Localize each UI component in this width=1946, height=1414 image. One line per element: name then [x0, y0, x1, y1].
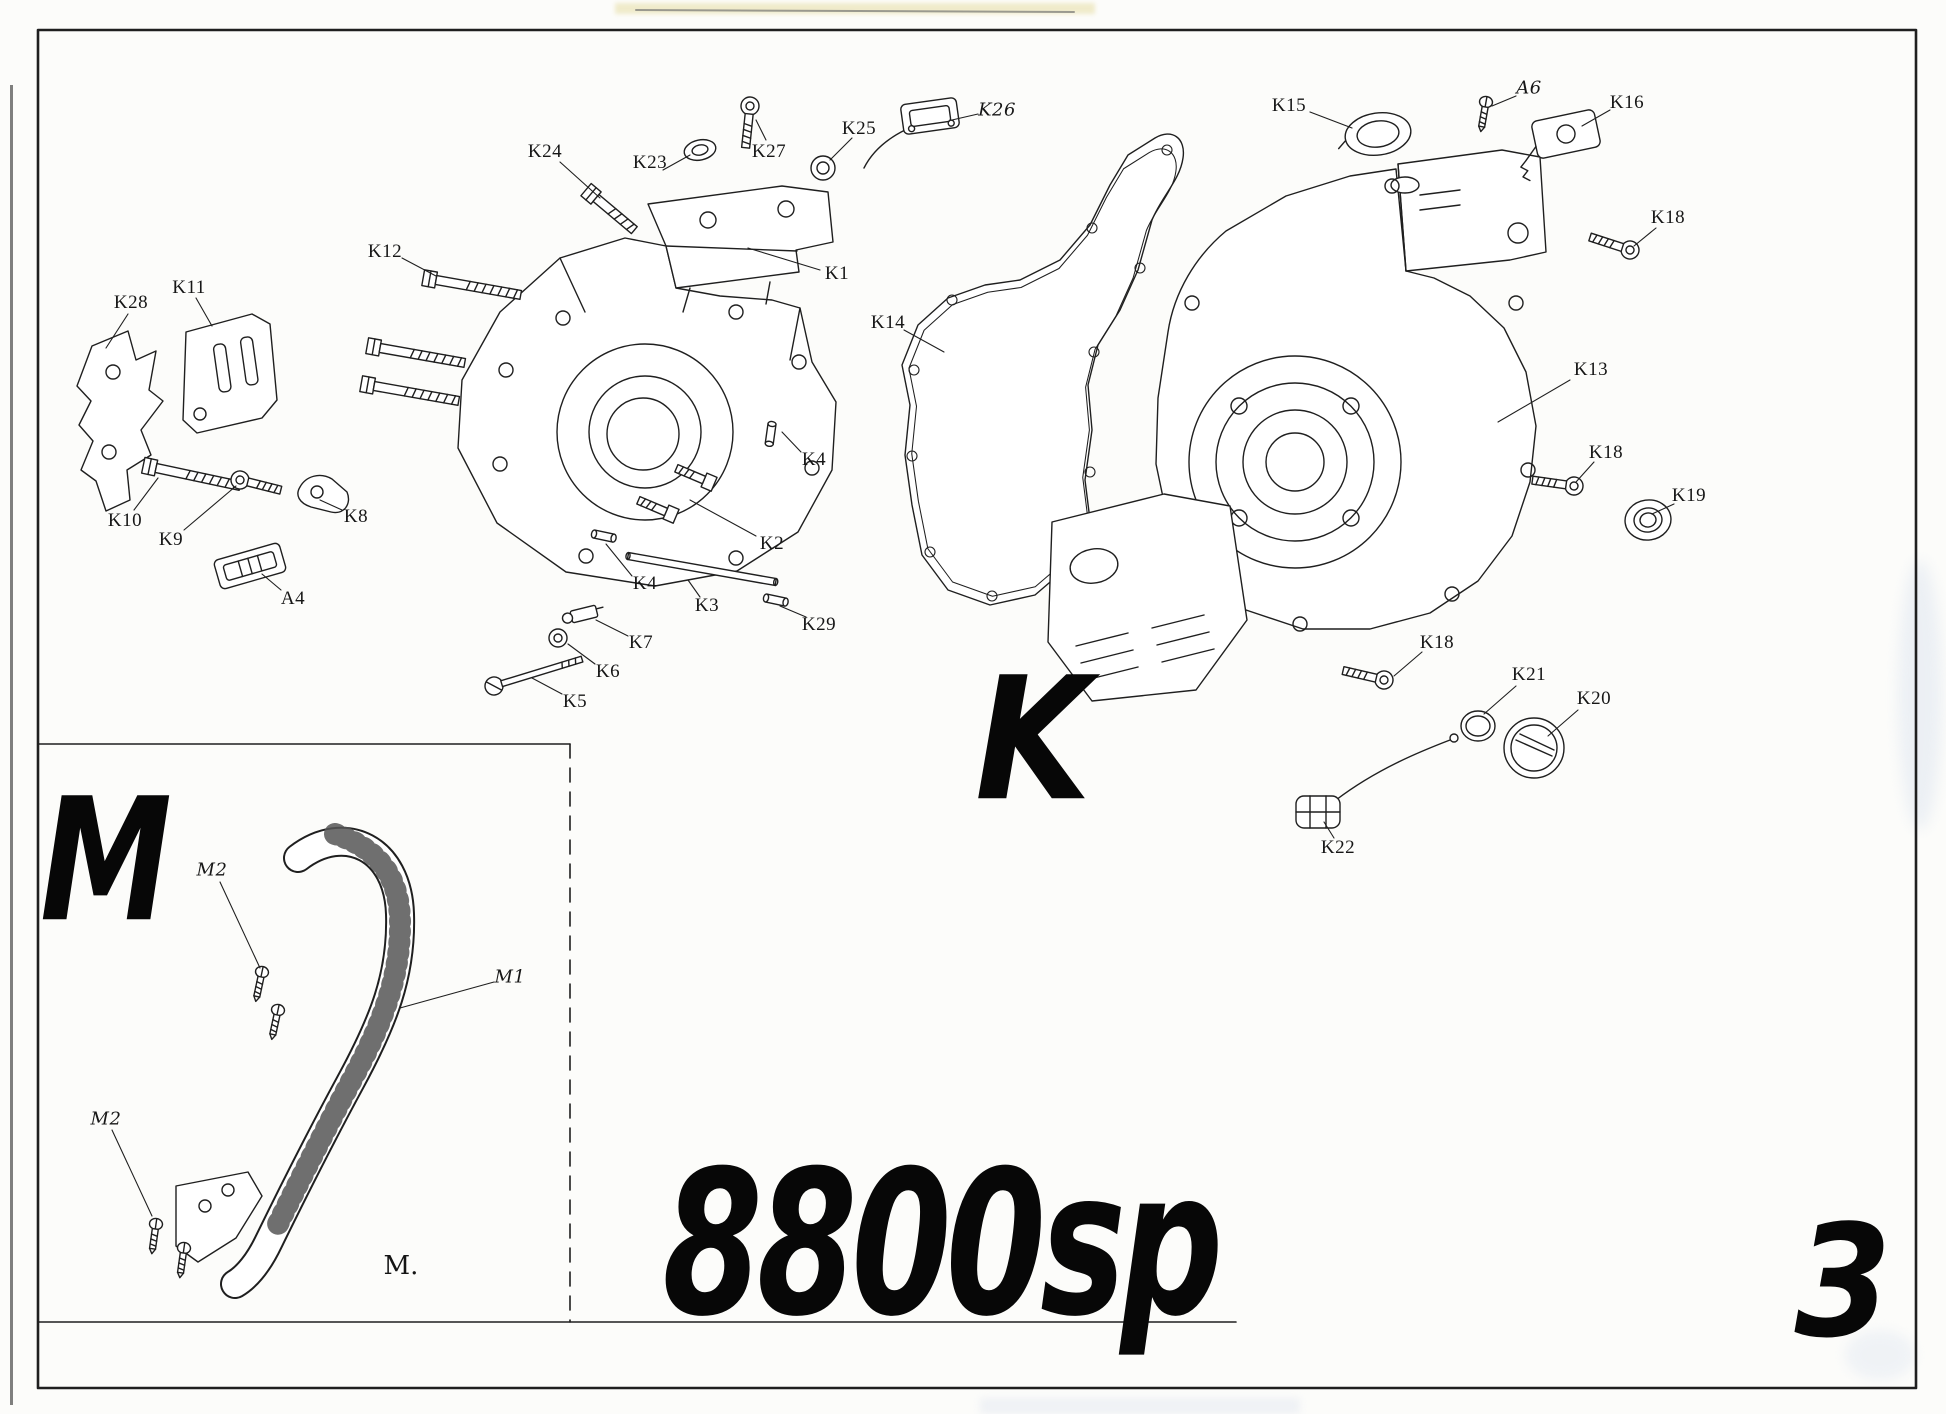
bolt-k10-drawing: [140, 456, 243, 495]
part-label-k1: K1: [824, 263, 850, 284]
part-label-k3: K3: [694, 595, 720, 616]
nut-k25-drawing: [810, 155, 836, 181]
part-label-k24: K24: [527, 141, 563, 162]
small-parts-left-group: [76, 313, 350, 590]
inset-caption: M.: [383, 1251, 419, 1281]
part-label-k14: K14: [870, 312, 906, 333]
left-crankcase-drawing: [457, 185, 837, 587]
oil-cap-k15-drawing: [1337, 112, 1412, 156]
handle-mount-plate-drawing: [175, 1171, 263, 1263]
part-label-k5: K5: [562, 691, 588, 712]
part-label-k26: K26: [978, 99, 1016, 121]
part-label-k2: K2: [759, 533, 785, 554]
bolt-k12-drawing: [421, 269, 523, 304]
seal-k19-drawing: [1624, 499, 1672, 541]
part-label-k9: K9: [158, 529, 184, 550]
part-label-k11: K11: [172, 277, 206, 298]
part-label-k29: K29: [801, 614, 837, 635]
part-label-k4-2: K4: [632, 573, 658, 594]
part-label-k8: K8: [343, 506, 369, 527]
washer-k6-drawing: [548, 628, 568, 648]
leader-lines: [105, 95, 1675, 1217]
part-label-k19: K19: [1671, 485, 1707, 506]
part-label-a6: A6: [1516, 77, 1542, 99]
part-label-k7: K7: [628, 632, 654, 653]
switch-k26-drawing: [863, 97, 960, 169]
screw-k9-drawing: [228, 468, 284, 500]
pin-k29-drawing: [762, 592, 790, 608]
gasket-drawing: [901, 133, 1185, 606]
bolt-k18-mid-drawing: [1530, 470, 1585, 497]
part-label-m2-1: M2: [196, 859, 228, 881]
part-label-k15: K15: [1271, 95, 1307, 116]
part-label-k20: K20: [1576, 688, 1612, 709]
part-label-k23: K23: [632, 152, 668, 173]
oring-k21-drawing: [1460, 710, 1496, 742]
screw-m2-drawing: [248, 964, 271, 1004]
washer-k23-drawing: [683, 138, 717, 162]
part-label-m1: M1: [494, 966, 526, 988]
bolt-k18-top-drawing: [1586, 227, 1643, 263]
part-label-m2-2: M2: [90, 1108, 122, 1130]
part-label-k18-3: K18: [1419, 632, 1455, 653]
part-label-k16: K16: [1609, 92, 1645, 113]
bolt-k18-low-drawing: [1340, 661, 1396, 692]
rod-k3-drawing: [625, 551, 779, 587]
part-label-k27: K27: [751, 141, 787, 162]
page-number: 3: [1794, 1191, 1892, 1373]
section-letter-m: M: [40, 762, 172, 961]
part-label-k22: K22: [1320, 837, 1356, 858]
clip-k22-drawing: [1295, 733, 1459, 829]
part-label-k21: K21: [1511, 664, 1547, 685]
fasteners-group: [140, 94, 1672, 829]
part-label-k12: K12: [367, 241, 403, 262]
part-label-k4-1: K4: [801, 449, 827, 470]
model-title: 8800sp: [662, 1128, 1223, 1361]
guide-plate-drawing: [182, 313, 278, 434]
part-label-k10: K10: [107, 510, 143, 531]
handle-m1-drawing: [144, 823, 416, 1299]
right-crankcase-drawing: [1047, 149, 1547, 702]
screw-a6-drawing: [1473, 94, 1495, 134]
bracket-k16-drawing: [1520, 109, 1601, 182]
part-label-k6: K6: [595, 661, 621, 682]
part-label-k25: K25: [841, 118, 877, 139]
fuel-cap-k20-drawing: [1503, 717, 1565, 779]
part-label-k18-2: K18: [1588, 442, 1624, 463]
bumper-spike-drawing: [76, 330, 164, 512]
part-label-a4: A4: [280, 588, 306, 609]
spacer-block-drawing: [213, 542, 287, 590]
bolt-k24-drawing: [580, 182, 641, 237]
inset-box-m: [37, 743, 1237, 1323]
part-label-k13: K13: [1573, 359, 1609, 380]
page-border: [36, 28, 1918, 1390]
part-label-k18-1: K18: [1650, 207, 1686, 228]
section-letter-k: K: [975, 641, 1091, 840]
part-label-k28: K28: [113, 292, 149, 313]
fitting-k7-drawing: [561, 604, 604, 624]
